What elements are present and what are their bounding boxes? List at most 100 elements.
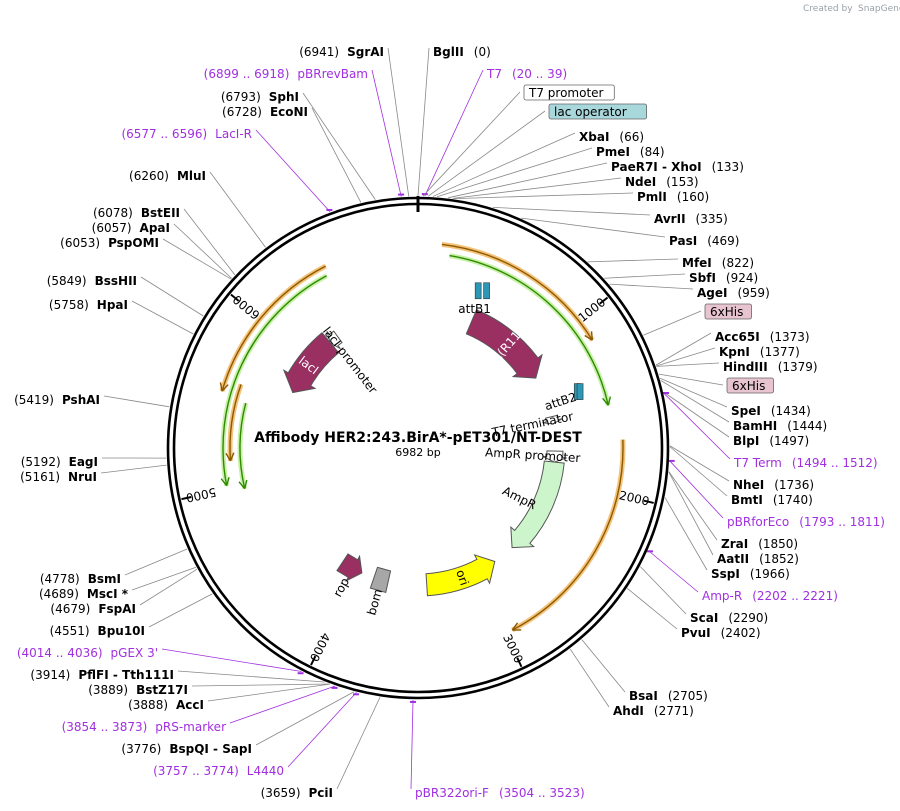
- enzyme-name[interactable]: PshAI: [62, 393, 100, 407]
- enzyme-name[interactable]: SphI: [269, 90, 299, 104]
- feature-tag-box: [704, 303, 752, 320]
- leader-line: [663, 391, 730, 438]
- tick-mark: [310, 655, 317, 666]
- tick-label: 2000: [618, 488, 651, 509]
- enzyme-name[interactable]: EagI: [69, 455, 98, 469]
- enzyme-name[interactable]: FspAI: [98, 602, 136, 616]
- primer-arc: [229, 384, 242, 461]
- site-position: (5849): [47, 274, 87, 288]
- enzyme-name[interactable]: AatII: [717, 552, 749, 566]
- feature-birA[interactable]: [465, 309, 543, 379]
- feature-ori[interactable]: [425, 554, 496, 597]
- leader-line: [658, 373, 724, 386]
- enzyme-name[interactable]: SgrAI: [347, 45, 384, 59]
- site-position: (6078): [93, 206, 133, 220]
- primer-name[interactable]: L4440: [247, 764, 284, 778]
- feature-label-ampr: AmpR: [500, 484, 538, 512]
- feature-lacI[interactable]: [282, 332, 340, 394]
- primer-name[interactable]: pBRforEco: [727, 515, 789, 529]
- feature-lacI-promoter[interactable]: [326, 330, 343, 350]
- enzyme-name[interactable]: AccI: [176, 698, 204, 712]
- tick-mark: [599, 296, 609, 305]
- primer-arc: [511, 439, 624, 631]
- feature-ampr-promoter[interactable]: [542, 450, 567, 463]
- feature-tag[interactable]: T7 promoter: [528, 86, 604, 100]
- feature-tag[interactable]: 6xHis: [710, 305, 743, 319]
- enzyme-name[interactable]: ZraI: [721, 537, 748, 551]
- enzyme-name[interactable]: MscI *: [87, 587, 129, 601]
- site-position: (6793): [221, 90, 261, 104]
- site-position: (2771): [654, 704, 694, 718]
- feature-bom[interactable]: [369, 566, 392, 594]
- enzyme-name[interactable]: PasI: [669, 234, 697, 248]
- enzyme-name[interactable]: BspQI - SapI: [169, 742, 252, 756]
- enzyme-name[interactable]: SbfI: [689, 271, 716, 285]
- primer-name[interactable]: pBR322ori-F: [415, 786, 489, 800]
- enzyme-name[interactable]: Bpu10I: [98, 624, 145, 638]
- site-position: (2202 .. 2221): [752, 589, 838, 603]
- feature-rop[interactable]: [336, 553, 363, 583]
- primer-name[interactable]: pGEX 3': [111, 646, 158, 660]
- feature-t7-terminator[interactable]: [542, 414, 563, 425]
- enzyme-name[interactable]: EcoNI: [270, 105, 308, 119]
- enzyme-name[interactable]: BstZ17I: [136, 683, 188, 697]
- feature-tag[interactable]: 6xHis: [732, 379, 765, 393]
- enzyme-name[interactable]: ScaI: [690, 611, 718, 625]
- enzyme-name[interactable]: HpaI: [97, 298, 128, 312]
- feature-ampr[interactable]: [510, 460, 565, 549]
- site-position: (1852): [759, 552, 799, 566]
- primer-name[interactable]: pBRrevBam: [297, 67, 368, 81]
- enzyme-name[interactable]: NruI: [68, 470, 97, 484]
- leader-line: [521, 217, 666, 238]
- enzyme-name[interactable]: PciI: [309, 786, 334, 800]
- plasmid-length: 6982 bp: [395, 446, 440, 459]
- enzyme-name[interactable]: AvrII: [654, 212, 686, 226]
- enzyme-name[interactable]: SpeI: [731, 404, 761, 418]
- primer-name[interactable]: Amp-R: [702, 589, 742, 603]
- enzyme-name[interactable]: BlpI: [733, 434, 759, 448]
- enzyme-name[interactable]: ApaI: [140, 221, 170, 235]
- enzyme-name[interactable]: AgeI: [697, 286, 727, 300]
- enzyme-name[interactable]: BssHII: [95, 274, 137, 288]
- enzyme-name[interactable]: XbaI: [579, 130, 609, 144]
- leader-line: [139, 568, 198, 606]
- site-position: (1740): [773, 493, 813, 507]
- enzyme-name[interactable]: PmlI: [637, 190, 667, 204]
- enzyme-name[interactable]: PflFI - Tth111I: [78, 668, 174, 682]
- leader-line: [177, 670, 325, 683]
- enzyme-name[interactable]: MluI: [177, 169, 206, 183]
- enzyme-name[interactable]: NheI: [733, 478, 764, 492]
- enzyme-name[interactable]: BsmI: [88, 572, 121, 586]
- enzyme-name[interactable]: PvuI: [681, 626, 711, 640]
- enzyme-name[interactable]: PmeI: [596, 145, 630, 159]
- primer-name[interactable]: T7: [486, 67, 502, 81]
- enzyme-name[interactable]: BstEII: [141, 206, 180, 220]
- site-position: (3757 .. 3774): [153, 764, 239, 778]
- enzyme-name[interactable]: KpnI: [719, 345, 750, 359]
- enzyme-name[interactable]: BmtI: [731, 493, 763, 507]
- primer-name[interactable]: LacI-R: [215, 127, 252, 141]
- enzyme-name[interactable]: PaeR7I - XhoI: [611, 160, 702, 174]
- site-position: (4551): [50, 624, 90, 638]
- gene-line-head: [220, 476, 230, 487]
- tick-mark: [643, 499, 654, 504]
- primer-name[interactable]: pRS-marker: [155, 720, 226, 734]
- enzyme-name[interactable]: BsaI: [629, 689, 658, 703]
- site-position: (1377): [760, 345, 800, 359]
- site-position: (6053): [60, 236, 100, 250]
- feature-tag[interactable]: lac operator: [554, 105, 627, 119]
- enzyme-name[interactable]: BamHI: [733, 419, 777, 433]
- enzyme-name[interactable]: HindIII: [723, 360, 768, 374]
- enzyme-name[interactable]: BglII: [433, 45, 464, 59]
- site-position: (469): [707, 234, 739, 248]
- enzyme-name[interactable]: MfeI: [682, 256, 712, 270]
- enzyme-name[interactable]: Acc65I: [715, 330, 760, 344]
- leader-line: [161, 648, 302, 672]
- enzyme-name[interactable]: NdeI: [625, 175, 656, 189]
- site-position: (959): [737, 286, 769, 300]
- enzyme-name[interactable]: AhdI: [613, 704, 644, 718]
- enzyme-name[interactable]: SspI: [711, 567, 740, 581]
- enzyme-name[interactable]: PspOMI: [108, 236, 159, 250]
- primer-name[interactable]: T7 Term: [733, 456, 782, 470]
